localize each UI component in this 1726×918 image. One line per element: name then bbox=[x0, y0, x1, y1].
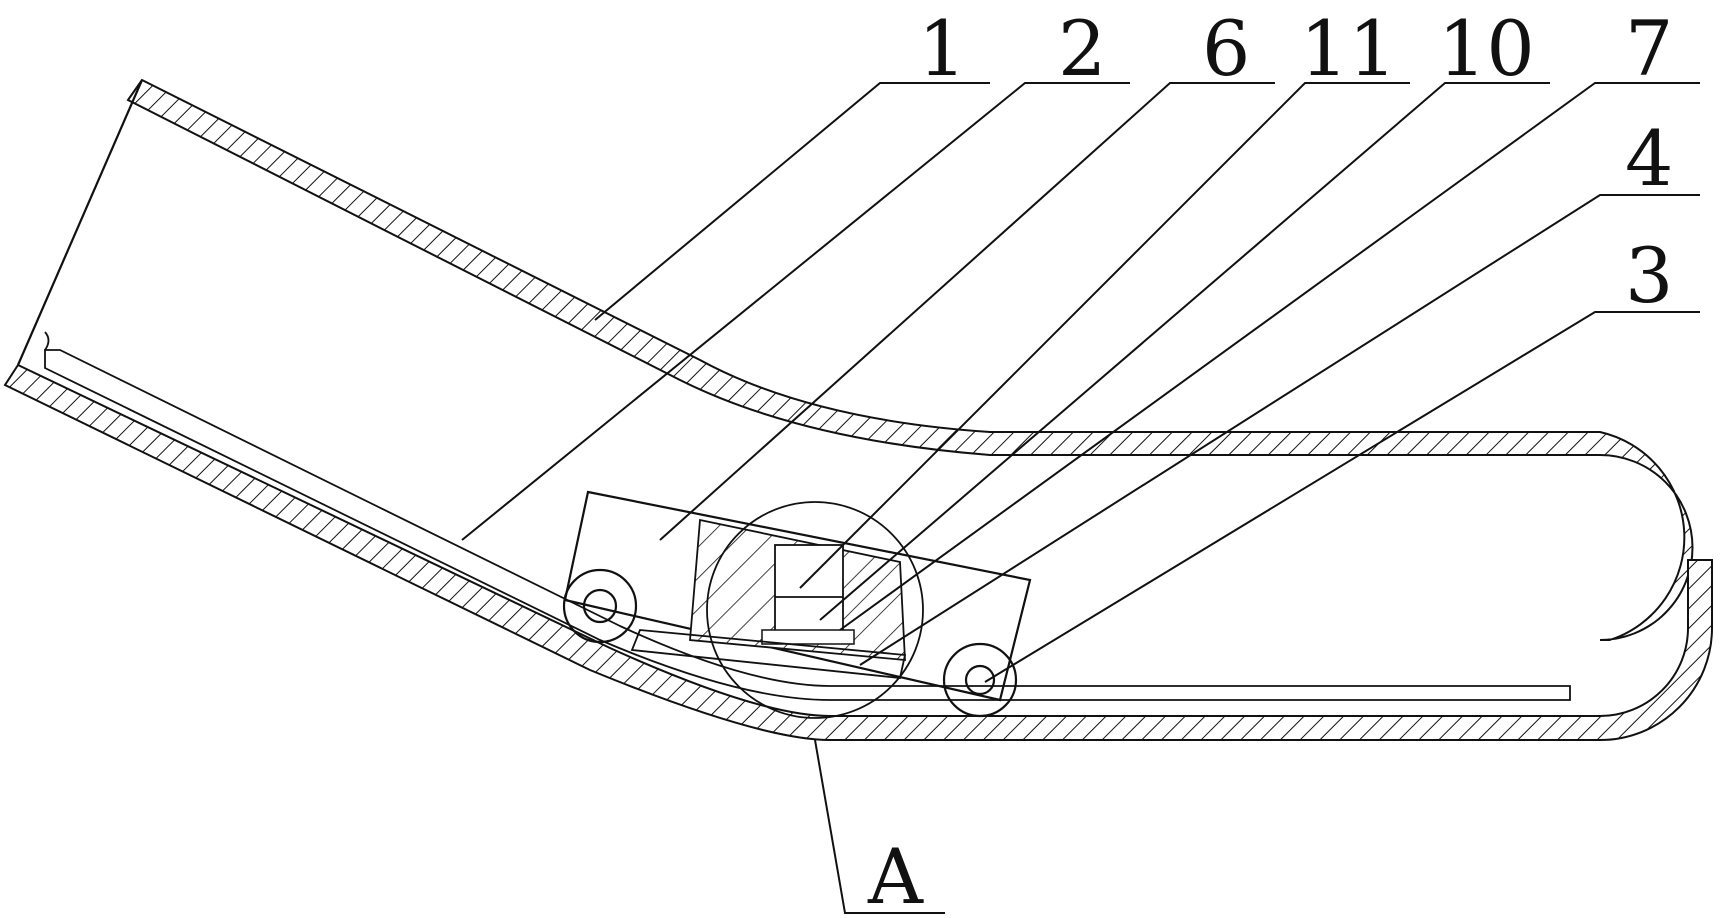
detail-circle-a bbox=[706, 501, 924, 719]
label-10: 10 bbox=[1438, 4, 1535, 93]
rail-tip bbox=[44, 331, 50, 351]
inner-block bbox=[774, 544, 844, 634]
label-a: A bbox=[867, 832, 924, 918]
leader-lines bbox=[461, 82, 1700, 914]
label-7: 7 bbox=[1625, 4, 1673, 93]
label-6: 6 bbox=[1202, 4, 1250, 93]
left-wheel bbox=[562, 568, 638, 644]
guide-rail bbox=[44, 349, 1571, 701]
right-wheel bbox=[942, 642, 1018, 718]
label-1: 1 bbox=[918, 4, 966, 93]
sensor-pad bbox=[761, 629, 855, 645]
label-3: 3 bbox=[1625, 231, 1673, 320]
cart-body bbox=[563, 490, 1032, 702]
lower-wall bbox=[3, 363, 1713, 741]
label-4: 4 bbox=[1625, 114, 1673, 203]
label-2: 2 bbox=[1058, 4, 1106, 93]
channel-end-line bbox=[16, 79, 144, 366]
upper-wall bbox=[126, 78, 1694, 641]
label-11: 11 bbox=[1300, 4, 1397, 93]
